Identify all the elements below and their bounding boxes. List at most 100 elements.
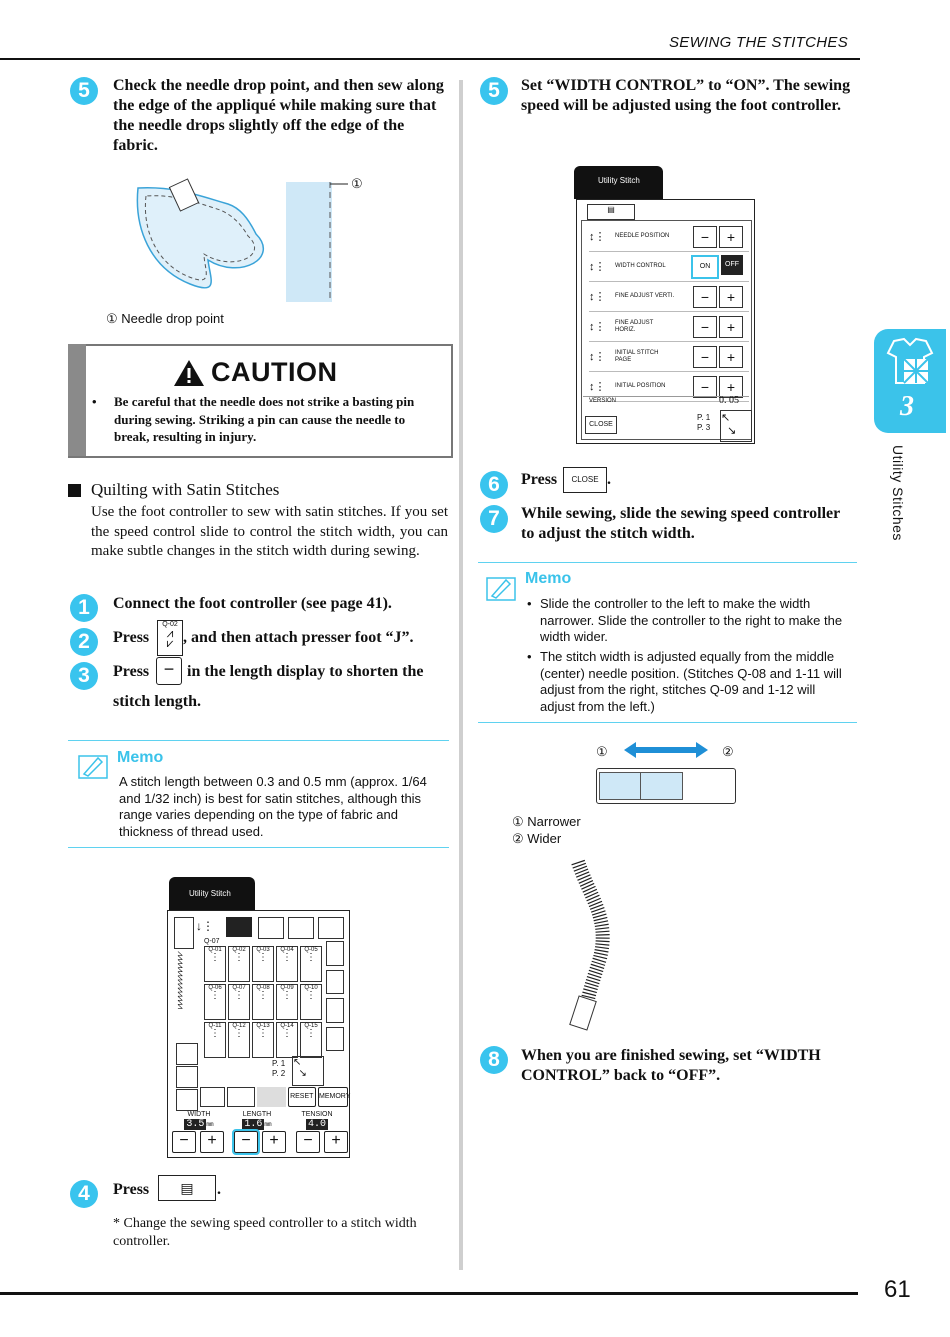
speed-controller-slider[interactable] xyxy=(596,768,736,804)
stitch-key[interactable]: Q-10⋮ xyxy=(300,984,322,1020)
tension-plus-key[interactable]: + xyxy=(324,1131,348,1153)
setting-icon: ↕⋮ xyxy=(589,261,606,273)
setting-minus-key[interactable]: − xyxy=(693,285,717,308)
setting-controls: −+ xyxy=(693,225,743,248)
page-total: P. 2 xyxy=(272,1069,286,1078)
setting-plus-key[interactable]: + xyxy=(719,375,743,398)
width-minus-key[interactable]: − xyxy=(172,1131,196,1153)
stitch-key-label: Q-12 xyxy=(232,1023,246,1029)
reset-key[interactable]: RESET xyxy=(287,1087,316,1107)
setting-controls: −+ xyxy=(693,315,743,338)
reverse-key[interactable] xyxy=(176,1043,198,1065)
length-plus-key[interactable]: + xyxy=(262,1131,286,1153)
tension-value: 4.0 xyxy=(305,1119,328,1130)
caution-heading: CAUTION xyxy=(172,357,338,388)
setting-icon: ↕⋮ xyxy=(589,291,606,303)
step-7-text: While sewing, slide the sewing speed con… xyxy=(521,505,840,542)
step-number: 8 xyxy=(480,1046,508,1074)
setting-plus-key[interactable]: + xyxy=(719,225,743,248)
stitch-key[interactable]: Q-14⋮ xyxy=(276,1022,298,1058)
caution-bar xyxy=(68,344,86,456)
memo-text: A stitch length between 0.3 and 0.5 mm (… xyxy=(119,774,427,839)
settings-panel xyxy=(581,220,752,440)
stitch-key[interactable]: Q-03⋮ xyxy=(252,946,274,982)
step-number: 2 xyxy=(70,628,98,656)
stitch-key[interactable]: Q-09⋮ xyxy=(276,984,298,1020)
stitch-key-label: Q-07 xyxy=(232,985,246,991)
stitch-key[interactable]: Q-05⋮ xyxy=(300,946,322,982)
lcd-tab: Utility Stitch xyxy=(574,166,663,199)
side-key[interactable] xyxy=(326,1026,344,1051)
width-plus-key[interactable]: + xyxy=(200,1131,224,1153)
stitch-key[interactable]: Q-06⋮ xyxy=(204,984,226,1020)
slider-callout-2: ② xyxy=(722,744,734,759)
mode-key[interactable] xyxy=(226,917,252,937)
bullet-dot: • xyxy=(527,596,532,611)
setting-plus-key[interactable]: + xyxy=(719,315,743,338)
step-number: 5 xyxy=(480,77,508,105)
width-control-off-key[interactable]: OFF xyxy=(721,254,743,275)
close-key[interactable]: CLOSE xyxy=(563,467,607,493)
memo-title: Memo xyxy=(117,749,164,766)
side-key[interactable] xyxy=(326,941,344,966)
caution-text: Be careful that the needle does not stri… xyxy=(114,394,415,444)
setting-row: ↕⋮FINE ADJUST VERTI.−+ xyxy=(589,282,749,312)
reinforce-key[interactable] xyxy=(176,1066,198,1088)
minus-key[interactable]: − xyxy=(156,657,182,685)
page-arrows-key[interactable]: ↖ ↘ xyxy=(292,1056,324,1086)
footer-rule xyxy=(0,1292,858,1295)
settings-key[interactable] xyxy=(318,917,344,939)
adjust-keys: − + − + − + xyxy=(172,1129,348,1155)
setting-controls: −+ xyxy=(693,345,743,368)
stitch-q02-key[interactable]: Q-02 ⩘⩗ xyxy=(157,620,183,656)
stitch-key[interactable]: Q-12⋮ xyxy=(228,1022,250,1058)
stitch-key-label: Q-11 xyxy=(208,1023,222,1029)
tension-minus-key[interactable]: − xyxy=(296,1131,320,1153)
lock-key[interactable] xyxy=(258,917,284,939)
setting-minus-key[interactable]: − xyxy=(693,315,717,338)
step-6-press: Press xyxy=(521,471,558,488)
setting-minus-key[interactable]: − xyxy=(693,375,717,398)
width-control-on-key[interactable]: ON xyxy=(691,254,719,279)
stitch-key-label: Q-01 xyxy=(208,947,222,953)
setting-minus-key[interactable]: − xyxy=(693,345,717,368)
setting-labels: WIDTH LENGTH TENSION xyxy=(172,1111,346,1118)
slider-thumb[interactable] xyxy=(599,772,683,800)
settings-page-key[interactable]: ▤ xyxy=(158,1175,216,1201)
step-4-period: . xyxy=(217,1181,221,1198)
side-key[interactable] xyxy=(326,998,344,1023)
stitch-key[interactable]: Q-11⋮ xyxy=(204,1022,226,1058)
stitch-q02-key-label: Q-02 xyxy=(162,621,178,628)
help-key[interactable] xyxy=(288,917,314,939)
setting-plus-key[interactable]: + xyxy=(719,285,743,308)
stitch-pattern-icon: ⋮ xyxy=(306,1028,316,1039)
section-title: Quilting with Satin Stitches xyxy=(91,480,280,499)
step-number: 5 xyxy=(70,77,98,105)
close-key[interactable]: CLOSE xyxy=(585,416,617,434)
stitch-key[interactable]: Q-02⋮ xyxy=(228,946,250,982)
stitch-key[interactable]: Q-15⋮ xyxy=(300,1022,322,1058)
memo-bullet-2: The stitch width is adjusted equally fro… xyxy=(540,649,842,714)
double-arrow-icon xyxy=(624,742,708,758)
stitch-key[interactable]: Q-07⋮ xyxy=(228,984,250,1020)
memory-key[interactable]: MEMORY xyxy=(317,1087,350,1107)
settings-page-key[interactable]: ▤ xyxy=(587,204,635,220)
applique-figure xyxy=(136,178,348,302)
stitch-key[interactable]: Q-01⋮ xyxy=(204,946,226,982)
setting-minus-key[interactable]: − xyxy=(693,225,717,248)
stitch-key[interactable]: Q-08⋮ xyxy=(252,984,274,1020)
garment-quilt-icon xyxy=(886,337,934,384)
needle-mode-key[interactable] xyxy=(226,1087,256,1107)
page-current: P. 1 xyxy=(697,413,711,422)
setting-plus-key[interactable]: + xyxy=(719,345,743,368)
page-arrows-key[interactable]: ↖ ↘ xyxy=(720,410,752,442)
side-key[interactable] xyxy=(326,969,344,994)
step-number: 3 xyxy=(70,662,98,690)
lcd-tab: Utility Stitch xyxy=(169,877,255,910)
page-number: 61 xyxy=(884,1276,911,1303)
length-minus-key[interactable]: − xyxy=(232,1129,260,1155)
scissors-key[interactable] xyxy=(176,1089,198,1111)
stitch-key[interactable]: Q-13⋮ xyxy=(252,1022,274,1058)
stitch-key[interactable]: Q-04⋮ xyxy=(276,946,298,982)
mirror-key[interactable] xyxy=(200,1087,225,1107)
